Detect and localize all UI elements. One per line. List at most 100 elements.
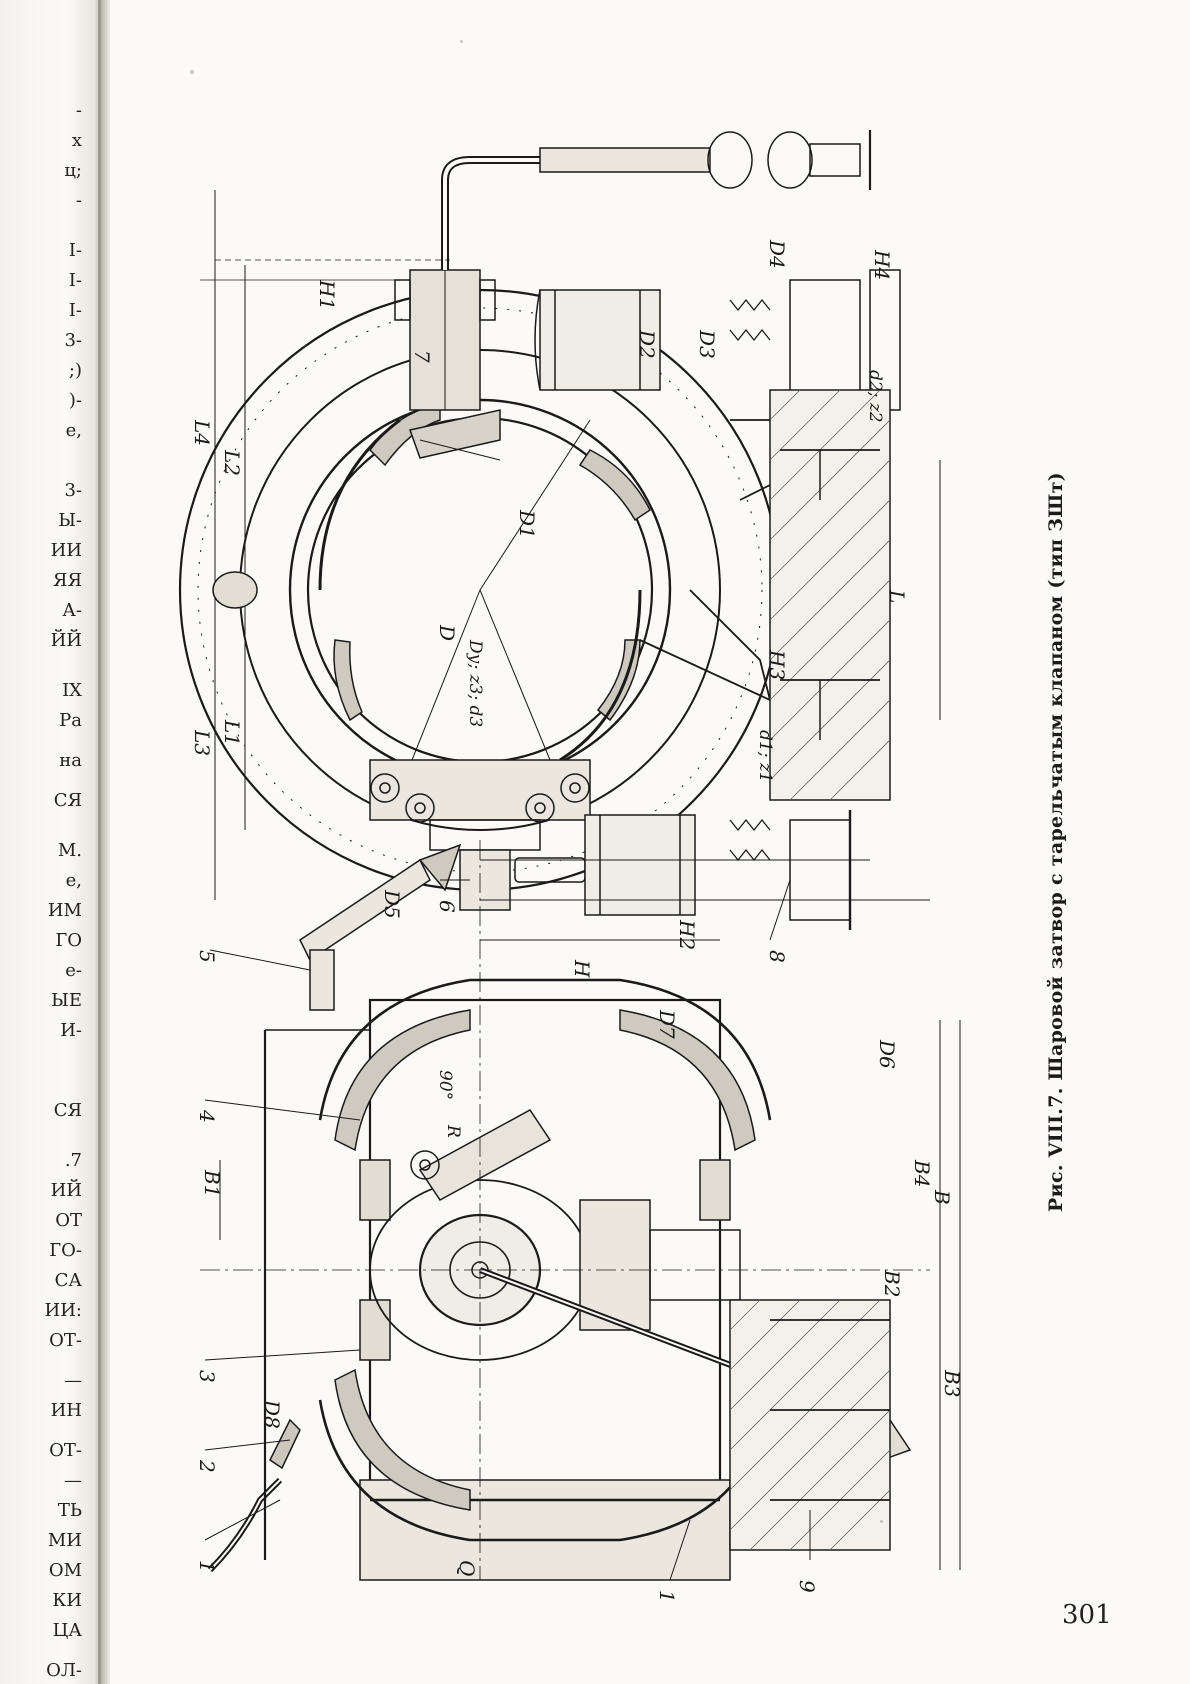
dim-B: B (930, 1189, 954, 1205)
dim-D5: D5 (380, 889, 404, 919)
margin-fragment: - (75, 190, 82, 211)
dim-Q: Q (455, 1560, 479, 1576)
margin-fragment: ІХ (62, 680, 82, 701)
dim-D4: D4 (765, 239, 789, 269)
upper-view-valve-section (178, 130, 941, 930)
margin-fragment: )- (68, 390, 82, 411)
margin-fragment: ЙЙ (50, 630, 82, 651)
margin-fragment: ОТ- (49, 1330, 82, 1351)
margin-fragment: на (59, 750, 82, 771)
dim-H2: H2 (675, 919, 699, 950)
dim-D8: D8 (260, 1399, 284, 1429)
scan-speck (460, 40, 463, 43)
book-binding-shadow (0, 0, 110, 1684)
foundation-hatched-lower (729, 1299, 891, 1551)
part-number-10: 10 (655, 1590, 679, 1600)
margin-fragment: - (75, 100, 82, 121)
part-number-8: 8 (765, 950, 789, 963)
dim-R: R (443, 1124, 463, 1138)
dim-D7: D7 (655, 1009, 679, 1039)
lower-view-side-section (200, 840, 961, 1581)
margin-fragment: е- (65, 960, 82, 981)
margin-fragment: ИМ (47, 900, 82, 921)
margin-fragment: ОТ (55, 1210, 82, 1231)
margin-fragment: ЫЕ (51, 990, 82, 1011)
dim-D1: D1 (515, 509, 539, 539)
margin-fragment: СЯ (53, 1100, 82, 1121)
dim-B1: B1 (200, 1169, 224, 1197)
margin-fragment: А- (62, 600, 82, 621)
foundation-hatched (769, 389, 891, 801)
margin-fragment: I- (68, 300, 82, 321)
leader-lines (204, 439, 811, 1581)
dim-D3: D3 (695, 329, 719, 359)
margin-fragment: 3- (64, 330, 82, 351)
part-number-1: 1 (195, 1560, 219, 1573)
dim-D6: D6 (875, 1039, 899, 1069)
technical-drawing: 1 2 3 4 5 6 7 8 9 10 L3 L4 L1 L2 H1 D1 D… (178, 130, 964, 1600)
margin-fragment: ;) (68, 360, 82, 381)
dim-D: D (435, 624, 459, 641)
margin-fragment: х (71, 130, 82, 151)
margin-fragment: — (64, 1470, 82, 1491)
dim-L3: L3 (190, 729, 214, 756)
scan-speck (190, 70, 194, 74)
dim-H1: H1 (315, 279, 339, 310)
margin-fragment: — (64, 1370, 82, 1391)
dim-H4: H4 (870, 249, 894, 280)
margin-fragment: МИ (47, 1530, 82, 1551)
margin-fragment: 3- (64, 480, 82, 501)
dim-L1: L1 (220, 719, 244, 746)
part-number-3: 3 (195, 1370, 219, 1383)
dim-H3: H3 (765, 649, 789, 680)
margin-fragment: М. (57, 840, 82, 861)
margin-fragment: е, (65, 420, 82, 441)
part-number-2: 2 (195, 1459, 219, 1473)
margin-fragment: е, (65, 870, 82, 891)
margin-fragment: Ра (59, 710, 82, 731)
dim-L4: L4 (190, 419, 214, 446)
figure-caption: Рис. VIII.7. Шаровой затвор с тарельчаты… (1045, 472, 1067, 1212)
margin-fragment: ИЙ (50, 1180, 82, 1201)
part-number-6: 6 (435, 900, 459, 913)
dim-B3: B3 (940, 1369, 964, 1397)
margin-fragment: ОТ- (49, 1440, 82, 1461)
part-number-9: 9 (795, 1580, 819, 1593)
margin-fragment: Ы- (58, 510, 82, 531)
margin-fragment: И- (60, 1020, 82, 1041)
margin-fragment: ИИ (50, 540, 82, 561)
part-number-7: 7 (410, 350, 434, 363)
margin-fragment: СА (54, 1270, 82, 1291)
margin-fragment: ОМ (48, 1560, 82, 1581)
margin-fragment: КИ (52, 1590, 82, 1611)
dim-d2-z2: d2; z2 (865, 370, 885, 423)
margin-fragment: ГО- (49, 1240, 82, 1261)
margin-fragment: ГО (55, 930, 82, 951)
margin-fragment: .7 (64, 1150, 82, 1171)
dim-d1-z1: d1; z1 (755, 730, 775, 783)
dim-B2: B2 (880, 1269, 904, 1297)
margin-fragment: СЯ (53, 790, 82, 811)
margin-fragment: ЦА (52, 1620, 82, 1641)
margin-fragment: ц; (64, 160, 82, 181)
part-number-5: 5 (195, 950, 219, 963)
margin-fragment: ОЛ- (46, 1660, 82, 1681)
dim-D2: D2 (635, 329, 659, 359)
margin-fragment: I- (68, 240, 82, 261)
dim-angle-90: 90° (435, 1070, 455, 1100)
page-number: 301 (1062, 1600, 1112, 1630)
part-number-4: 4 (195, 1109, 219, 1123)
dim-B4: B4 (910, 1159, 934, 1187)
scan-speck (880, 1520, 883, 1523)
margin-fragment: ИН (50, 1400, 82, 1421)
dim-L: L (885, 589, 909, 603)
margin-fragment: ИИ: (44, 1300, 82, 1321)
margin-fragment: ЯЯ (52, 570, 82, 591)
margin-fragment: ТЬ (57, 1500, 82, 1521)
dim-L2: L2 (220, 449, 244, 476)
dim-H: H (570, 959, 594, 978)
gutter-line (98, 0, 101, 1684)
dim-Dy-z3-d3: Dу; z3; d3 (465, 639, 485, 727)
margin-fragment: I- (68, 270, 82, 291)
